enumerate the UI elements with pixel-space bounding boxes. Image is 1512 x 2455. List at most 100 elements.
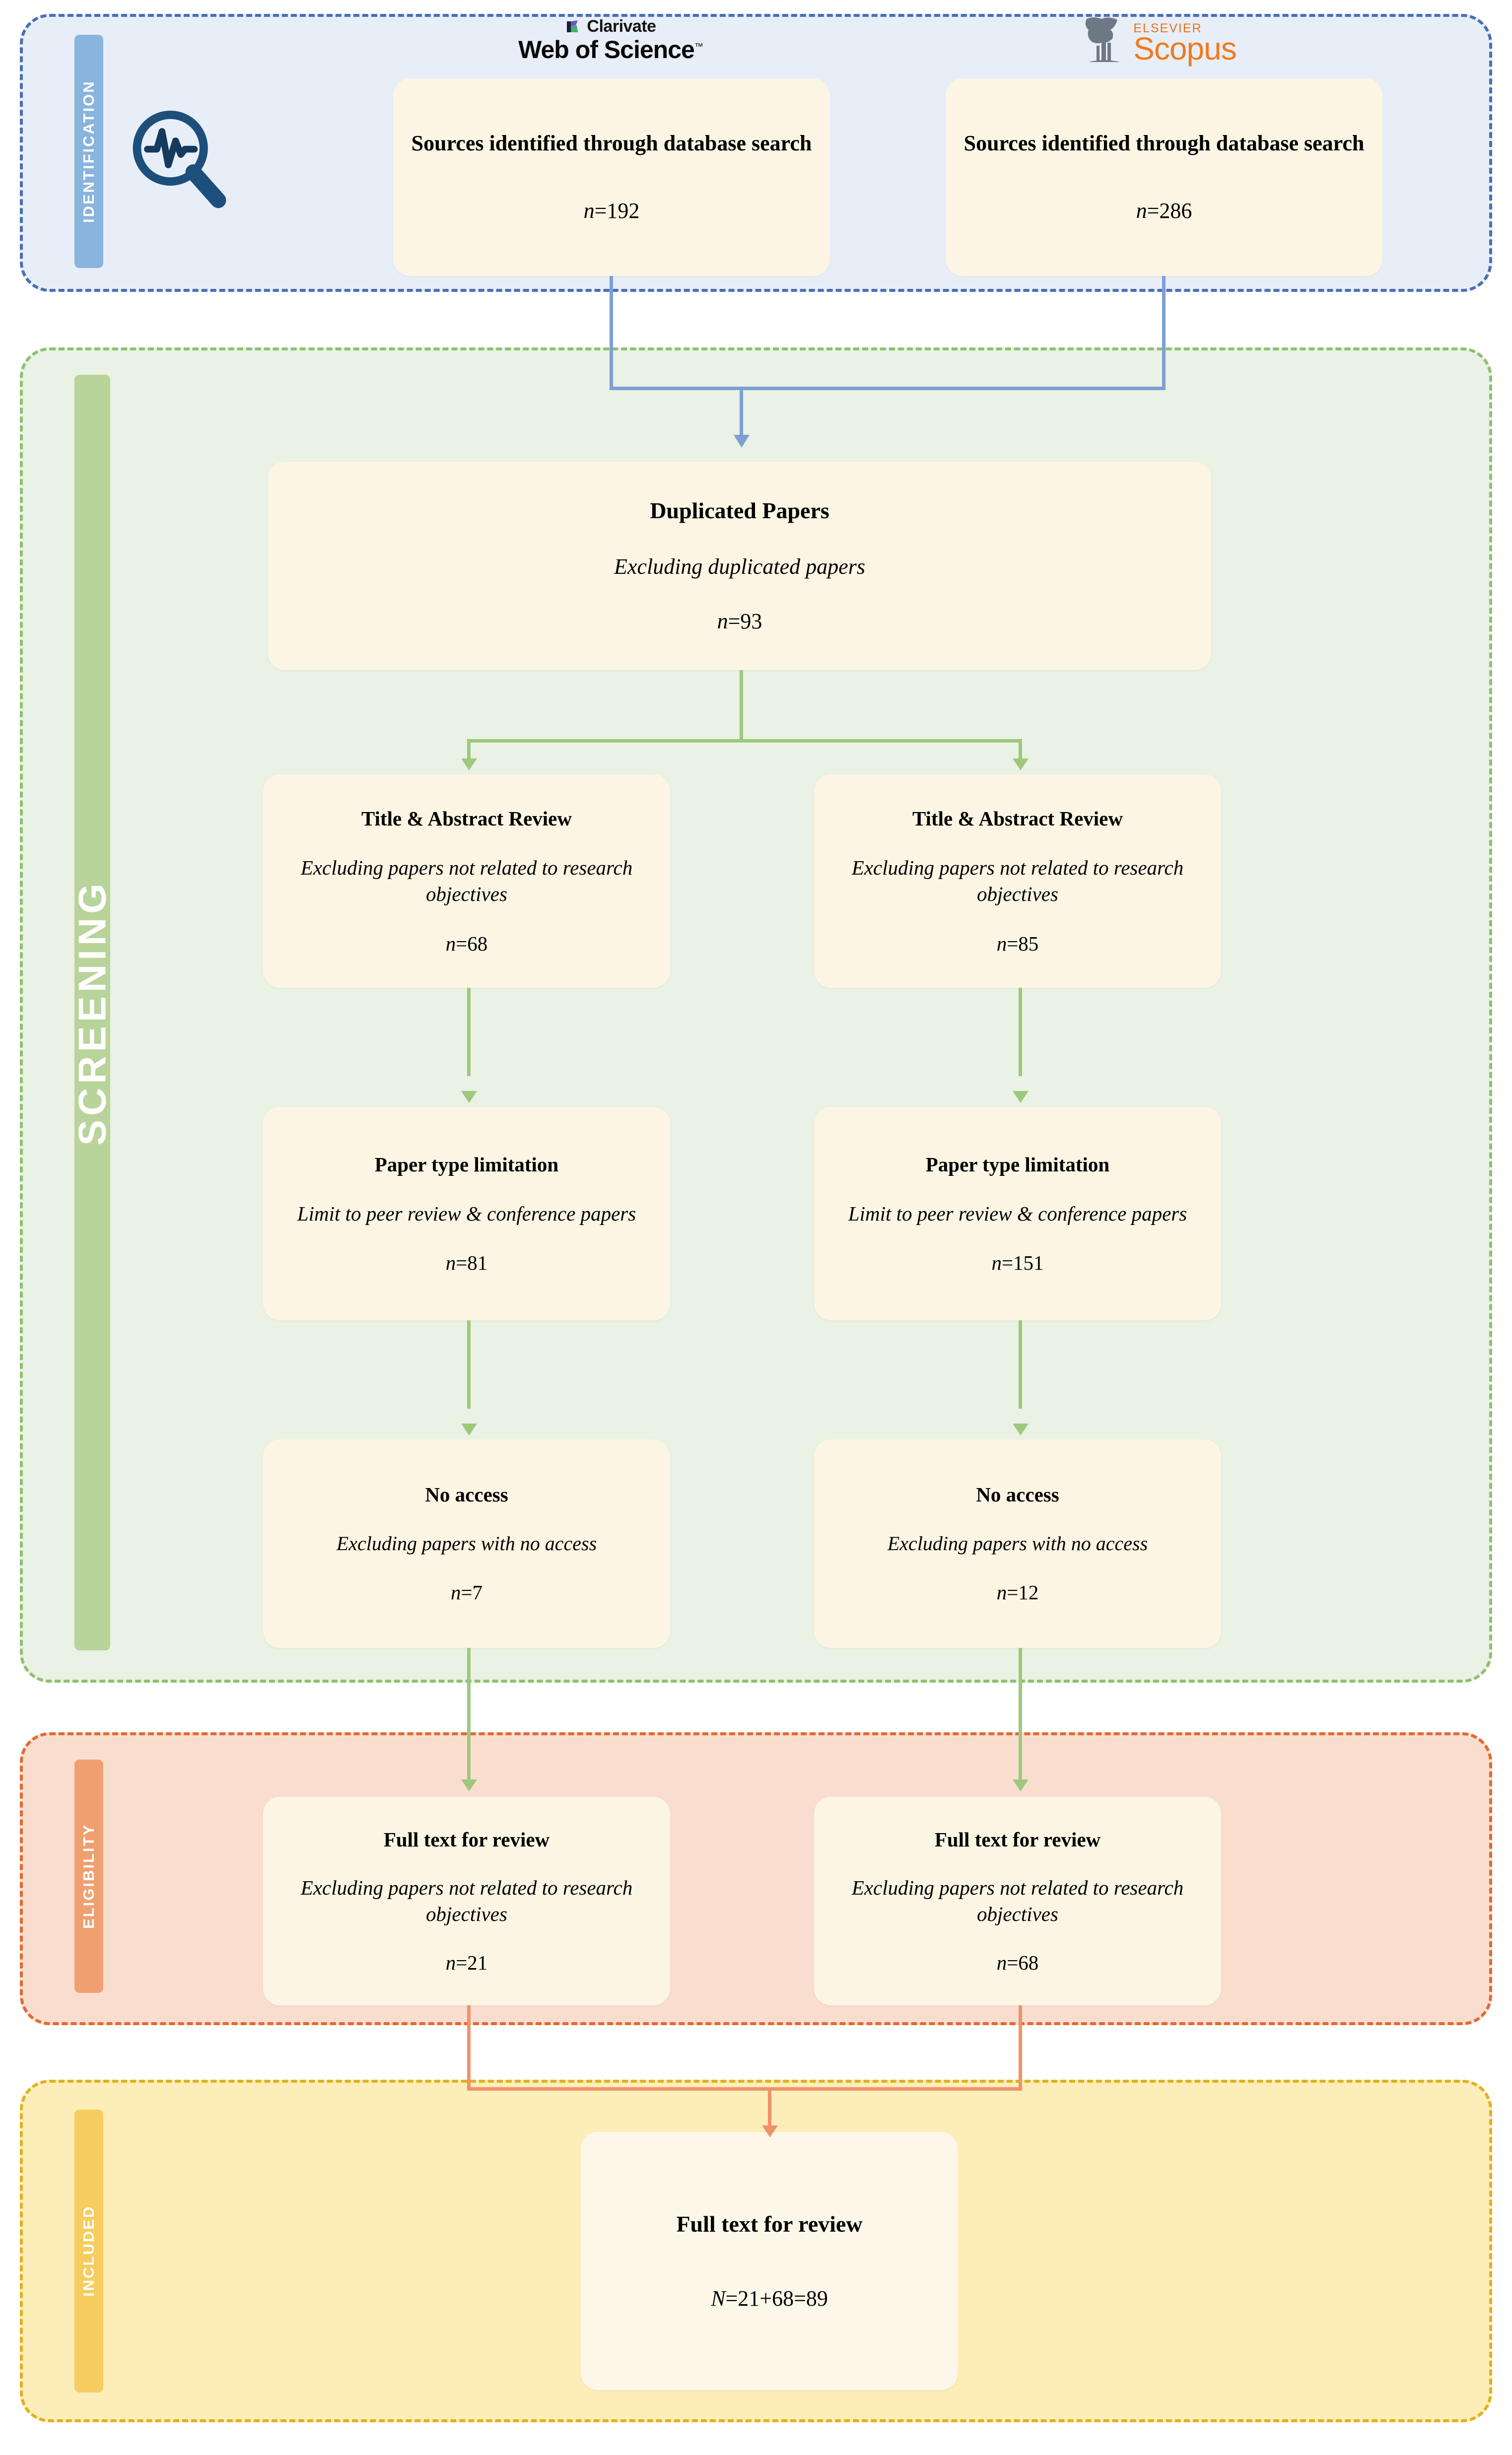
box-count: n=7 (451, 1580, 482, 1605)
connector-wos-down (610, 276, 613, 390)
n-symbol: n (583, 199, 595, 223)
box-full-text-review-left: Full text for review Excluding papers no… (263, 1797, 670, 2005)
n-symbol: n (991, 1251, 1002, 1275)
box-description: Limit to peer review & conference papers (297, 1202, 636, 1225)
web-of-science-logo: Clarivate Web of Science™ (462, 17, 759, 64)
magnifier-pulse-icon (133, 110, 226, 208)
n-value: =151 (1001, 1251, 1044, 1275)
connector-eligibility-left-down (467, 2005, 471, 2089)
connector-split-left-down (467, 739, 471, 760)
arrowhead-to-eligibility-left (461, 1779, 477, 1791)
connector-eligibility-merge-horizontal (467, 2087, 1022, 2091)
n-value: =7 (461, 1581, 483, 1604)
box-no-access-right: No access Excluding papers with no acces… (814, 1439, 1221, 1648)
box-no-access-left: No access Excluding papers with no acces… (263, 1439, 670, 1648)
elsevier-publisher-text: ELSEVIER (1133, 21, 1202, 35)
connector-ptl-to-noaccess-left (467, 1320, 471, 1409)
clarivate-brand-text: Clarivate (587, 17, 656, 36)
connector-split-right-down (1019, 739, 1022, 760)
box-title: Full text for review (676, 2211, 863, 2237)
arrowhead-to-included (762, 2125, 778, 2137)
box-description: Excluding papers not related to research… (851, 1876, 1184, 1926)
arrowhead-to-no-access-right (1013, 1424, 1029, 1435)
n-symbol: n (450, 1581, 461, 1604)
box-title: Sources identified through database sear… (411, 131, 812, 155)
connector-noaccess-to-eligibility-left (467, 1648, 471, 1781)
connector-merge-horizontal (610, 387, 1166, 390)
box-description: Excluding duplicated papers (614, 554, 865, 579)
connector-scopus-down (1162, 276, 1166, 390)
box-paper-type-limitation-right: Paper type limitation Limit to peer revi… (814, 1107, 1221, 1320)
box-title: Full text for review (934, 1828, 1101, 1851)
box-full-text-review-right: Full text for review Excluding papers no… (814, 1797, 1221, 2005)
box-paper-type-limitation-left: Paper type limitation Limit to peer revi… (263, 1107, 670, 1320)
n-value: =68 (1007, 1951, 1039, 1974)
box-title: Paper type limitation (374, 1153, 559, 1176)
arrowhead-to-paper-type-right (1013, 1091, 1029, 1103)
connector-eligibility-merge-down (768, 2087, 771, 2128)
connector-merge-down (740, 387, 743, 436)
box-count: n=93 (717, 609, 762, 635)
elsevier-tree-icon (1086, 17, 1121, 62)
box-title: Duplicated Papers (650, 497, 829, 523)
arrowhead-to-eligibility-right (1013, 1779, 1029, 1791)
n-symbol: N (711, 2286, 726, 2311)
section-eligibility (20, 1732, 1492, 2025)
n-value: =68 (456, 932, 488, 955)
n-value: =85 (1007, 932, 1039, 955)
n-value: =21+68=89 (725, 2286, 828, 2311)
box-count: n=151 (991, 1251, 1043, 1275)
box-description: Excluding papers not related to research… (300, 1876, 633, 1926)
box-count: n=68 (997, 1951, 1039, 1975)
clarivate-mark-icon (567, 20, 578, 32)
n-symbol: n (1136, 199, 1147, 223)
box-title-abstract-review-right: Title & Abstract Review Excluding papers… (814, 774, 1221, 988)
arrowhead-to-title-abstract-left (461, 758, 477, 770)
box-sources-scopus: Sources identified through database sear… (946, 78, 1382, 276)
n-value: =21 (456, 1951, 488, 1974)
web-of-science-product-text: Web of Science (518, 36, 695, 64)
box-description: Excluding papers not related to research… (851, 856, 1184, 906)
box-description: Excluding papers with no access (887, 1532, 1148, 1555)
connector-split-horizontal (467, 739, 1022, 743)
arrowhead-to-no-access-left (461, 1424, 477, 1435)
box-title: No access (976, 1483, 1059, 1506)
n-symbol: n (996, 1951, 1007, 1974)
box-description: Limit to peer review & conference papers (848, 1202, 1187, 1225)
arrowhead-to-paper-type-left (461, 1091, 477, 1103)
n-value: =12 (1007, 1581, 1039, 1604)
scopus-product-text: Scopus (1133, 31, 1237, 67)
n-symbol: n (445, 1951, 456, 1974)
connector-noaccess-to-eligibility-right (1019, 1648, 1022, 1781)
box-title: Full text for review (383, 1828, 550, 1851)
box-count: n=12 (997, 1580, 1039, 1605)
box-title: Sources identified through database sear… (963, 131, 1365, 155)
box-title: Title & Abstract Review (361, 807, 572, 830)
box-title: Title & Abstract Review (912, 807, 1123, 830)
box-count: N=21+68=89 (711, 2286, 828, 2312)
box-title-abstract-review-left: Title & Abstract Review Excluding papers… (263, 774, 670, 988)
arrowhead-to-duplicated (734, 435, 750, 448)
n-symbol: n (445, 932, 456, 955)
box-description: Excluding papers not related to research… (300, 856, 633, 906)
connector-ptl-to-noaccess-right (1019, 1320, 1022, 1409)
box-included-full-text-review: Full text for review N=21+68=89 (581, 2132, 958, 2390)
box-count: n=192 (584, 198, 640, 224)
n-value: =81 (456, 1251, 488, 1275)
phase-label-included: INCLUDED (74, 2110, 103, 2392)
connector-eligibility-right-down (1019, 2005, 1022, 2089)
trademark-symbol: ™ (694, 41, 703, 52)
n-symbol: n (445, 1251, 456, 1275)
n-symbol: n (996, 932, 1007, 955)
box-count: n=68 (446, 932, 488, 956)
connector-tar-to-ptl-right (1019, 988, 1022, 1076)
n-value: =192 (594, 199, 640, 223)
box-duplicated-papers: Duplicated Papers Excluding duplicated p… (268, 462, 1211, 670)
phase-label-identification: IDENTIFICATION (74, 35, 103, 268)
box-description: Excluding papers with no access (336, 1532, 597, 1555)
box-title: Paper type limitation (925, 1153, 1110, 1176)
n-value: =286 (1147, 199, 1192, 223)
box-title: No access (425, 1483, 508, 1506)
phase-label-screening: SCREENING (74, 375, 110, 1650)
